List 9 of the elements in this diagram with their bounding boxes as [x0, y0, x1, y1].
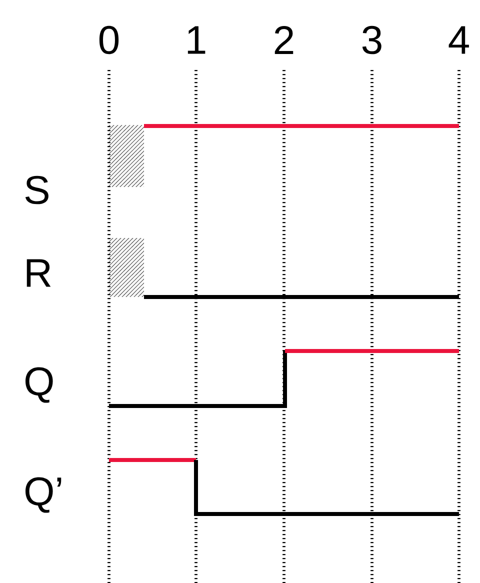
signal-label: R: [26, 259, 51, 287]
tick-label: 4: [446, 24, 472, 56]
tick-label: 1: [184, 24, 208, 56]
signal-label: Q’: [26, 477, 62, 513]
tick-label: 2: [272, 24, 296, 56]
signal-label: Q: [26, 367, 53, 403]
signal-label: S: [25, 176, 48, 204]
tick-label: 0: [96, 24, 122, 56]
tick-label: 3: [360, 24, 384, 56]
